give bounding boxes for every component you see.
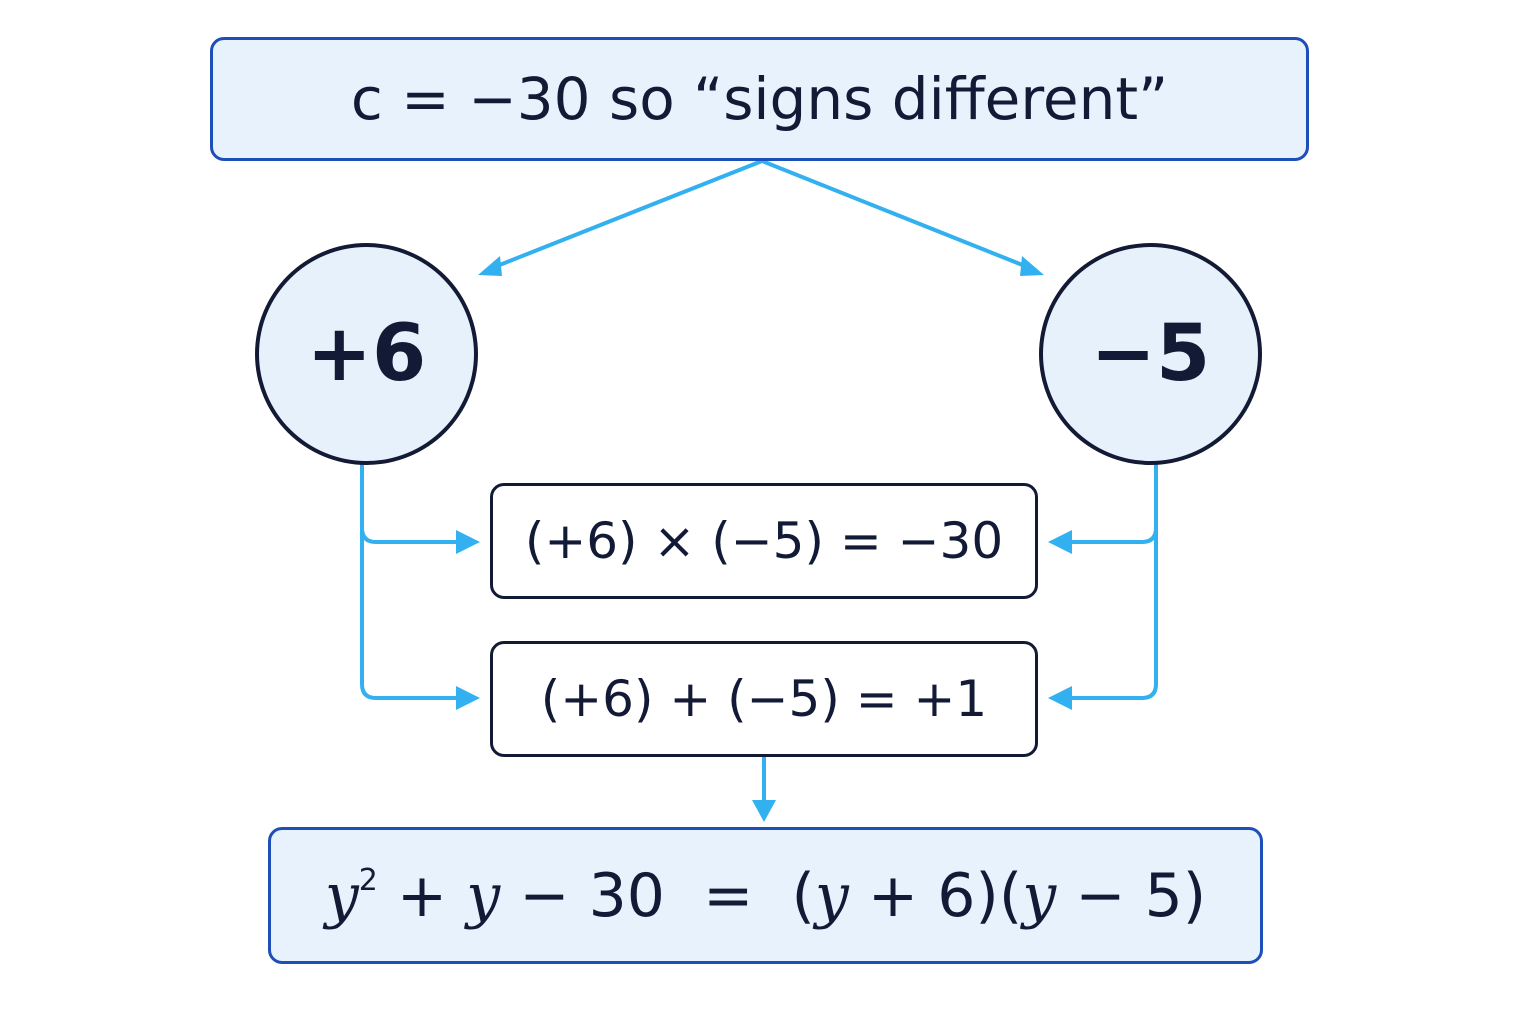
sum-equation: (+6) + (−5) = +1 <box>540 670 988 728</box>
sign-rule-box: c = −30 so “signs different” <box>210 37 1309 161</box>
right-factor-value: −5 <box>1090 309 1211 399</box>
result-part: + <box>377 860 467 931</box>
result-part: − 5) <box>1056 860 1207 931</box>
left-factor-value: +6 <box>306 309 427 399</box>
arrow-head-right-product <box>1048 530 1072 554</box>
arrow-right-to-sum <box>1064 526 1158 700</box>
arrow-to-left-factor <box>490 159 764 270</box>
arrow-head-left-sum <box>456 686 480 710</box>
arrow-head-left-product <box>456 530 480 554</box>
factored-result-box: y2 + y − 30 = (y + 6)(y − 5) <box>268 827 1263 964</box>
exponent: 2 <box>358 863 378 898</box>
arrow-left-to-product <box>360 463 464 544</box>
variable-y: y <box>466 860 501 931</box>
arrow-head-result <box>752 800 776 822</box>
arrow-left-to-sum <box>360 526 464 700</box>
arrow-right-to-product <box>1064 463 1158 544</box>
variable-y: y <box>814 860 849 931</box>
result-part: + 6)( <box>848 860 1023 931</box>
result-part: − 30 = ( <box>500 860 815 931</box>
variable-y: y <box>324 860 359 931</box>
arrow-head-right-sum <box>1048 686 1072 710</box>
variable-y: y <box>1022 860 1057 931</box>
arrow-head-left-factor <box>478 256 502 276</box>
factored-result-equation: y2 + y − 30 = (y + 6)(y − 5) <box>325 861 1206 931</box>
arrow-head-right-factor <box>1020 256 1044 276</box>
product-check-box: (+6) × (−5) = −30 <box>490 483 1038 599</box>
left-factor-circle: +6 <box>255 243 478 465</box>
sum-check-box: (+6) + (−5) = +1 <box>490 641 1038 757</box>
sign-rule-text: c = −30 so “signs different” <box>350 65 1169 133</box>
arrow-to-right-factor <box>760 159 1032 270</box>
right-factor-circle: −5 <box>1039 243 1262 465</box>
product-equation: (+6) × (−5) = −30 <box>524 512 1004 570</box>
